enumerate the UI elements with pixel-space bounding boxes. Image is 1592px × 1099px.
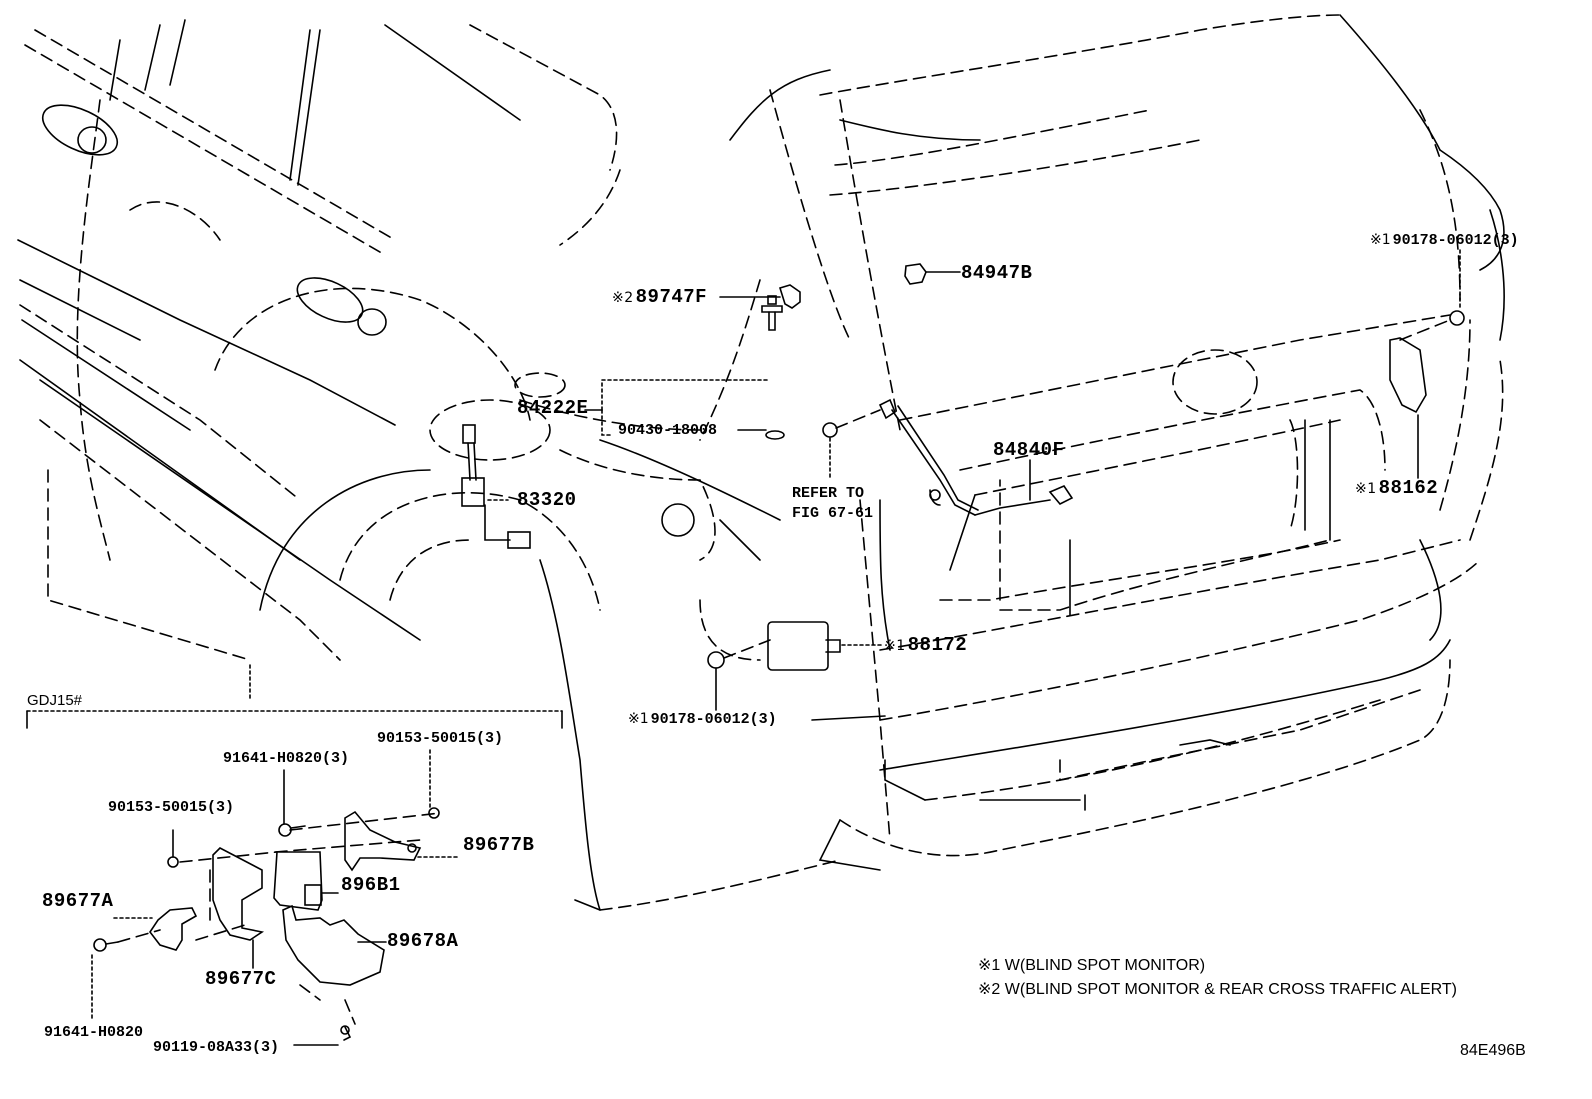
- inset-leaders: [91, 749, 459, 1046]
- callout-896B1: 896B1: [341, 876, 401, 895]
- part-number: 84840F: [993, 439, 1065, 461]
- part-number: 90178-06012(3): [1392, 232, 1519, 249]
- refer-note: REFER TO FIG 67-61: [792, 484, 873, 523]
- footnote-text: W(BLIND SPOT MONITOR & REAR CROSS TRAFFI…: [1004, 981, 1457, 998]
- callout-91641-H0820-bottom: 91641-H0820: [44, 1025, 143, 1040]
- part-number: 84222E: [517, 397, 589, 419]
- footnote-mark: ※1: [978, 957, 1001, 974]
- callout-84840F: 84840F: [993, 441, 1064, 460]
- callout-90153-50015-left: 90153-50015(3): [108, 800, 234, 815]
- callout-84222E: 84222E: [517, 399, 588, 418]
- variant-label: GDJ15#: [27, 692, 83, 709]
- callout-91641-H0820-top: 91641-H0820(3): [223, 751, 349, 766]
- refer-line-1: REFER TO: [792, 485, 865, 502]
- part-number: 90153-50015(3): [377, 730, 504, 747]
- inset-components: [93, 807, 441, 1041]
- part-number: 90178-06012(3): [650, 711, 777, 728]
- part-number: 89677B: [463, 834, 535, 856]
- part-number: 83320: [517, 489, 577, 511]
- part-number: 91641-H0820(3): [223, 750, 350, 767]
- part-number: 91641-H0820: [44, 1024, 144, 1041]
- callout-89677C: 89677C: [205, 970, 276, 989]
- part-number: 90153-50015(3): [108, 799, 235, 816]
- footnote-mark: ※2: [978, 981, 1001, 998]
- footnote-mark: ※1: [884, 638, 906, 654]
- part-number: 90430-18008: [618, 422, 718, 439]
- inset-bracket: [26, 664, 563, 729]
- part-number: 88172: [907, 634, 968, 656]
- callout-83320: 83320: [517, 491, 577, 510]
- leader-lines: [487, 249, 1461, 721]
- part-number: 896B1: [341, 874, 401, 896]
- footnote-text: W(BLIND SPOT MONITOR): [1004, 957, 1206, 974]
- components: [429, 263, 1465, 671]
- callout-89677B: 89677B: [463, 836, 534, 855]
- part-number: 84947B: [961, 262, 1033, 284]
- footnote-mark: ※2: [612, 290, 634, 306]
- part-number: 89677C: [205, 968, 277, 990]
- callout-89678A: 89678A: [387, 932, 458, 951]
- callout-90119-08A33: 90119-08A33(3): [153, 1040, 279, 1055]
- part-number: 89747F: [635, 286, 708, 308]
- footnote-2: ※2 W(BLIND SPOT MONITOR & REAR CROSS TRA…: [978, 982, 1457, 998]
- callout-84947B: 84947B: [961, 264, 1032, 283]
- footnote-1: ※1 W(BLIND SPOT MONITOR): [978, 958, 1205, 974]
- callout-90153-50015-top: 90153-50015(3): [377, 731, 503, 746]
- part-number: 90119-08A33(3): [153, 1039, 280, 1056]
- refer-line-2: FIG 67-61: [792, 504, 874, 522]
- footnote-mark: ※1: [628, 711, 649, 727]
- part-89747F-shape: [778, 284, 801, 309]
- callout-89677A: 89677A: [42, 892, 113, 911]
- footnote-mark: ※1: [1355, 481, 1377, 497]
- figure-id: 84E496B: [1460, 1042, 1526, 1059]
- footnote-mark: ※1: [1370, 232, 1391, 248]
- part-number: 89678A: [387, 930, 459, 952]
- part-number: 89677A: [42, 890, 114, 912]
- callout-90430-18008: 90430-18008: [618, 423, 717, 438]
- part-number: 88162: [1378, 477, 1439, 499]
- vehicle-body-outline: [17, 14, 1505, 911]
